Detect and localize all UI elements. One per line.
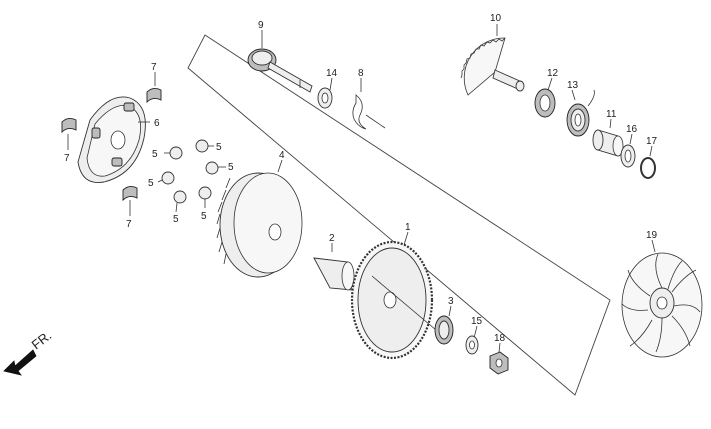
part-7-slider-left [61,117,77,150]
callout-11: 11 [606,109,617,120]
callout-1: 1 [405,222,411,233]
callout-12: 12 [547,68,559,79]
callout-14: 14 [326,68,338,79]
part-6-ramp-plate [77,96,150,184]
part-4-drive-face [216,159,303,278]
callout-7-c: 7 [126,219,132,230]
part-11-collar [592,118,624,157]
part-16-washer [620,133,636,168]
part-3-bearing [434,305,454,345]
callout-16: 16 [626,124,638,135]
callout-5-d: 5 [148,178,154,189]
part-2-bushing [313,243,355,291]
part-7-slider-top [146,72,162,104]
callout-3: 3 [448,296,454,307]
part-14-washer [317,77,333,109]
callout-6: 6 [154,118,160,129]
callout-15: 15 [471,316,483,327]
part-8-clip [352,78,386,130]
callout-5-b: 5 [216,142,222,153]
callout-13: 13 [567,80,579,91]
callout-labels: 1 2 3 4 5 5 5 5 5 5 6 7 7 7 8 9 10 11 12… [64,13,658,344]
callout-5-f: 5 [201,211,207,222]
part-18-nut [489,342,509,375]
part-13-spring [566,89,595,137]
callout-9: 9 [258,20,264,31]
part-12-seal [534,77,556,118]
callout-4: 4 [279,150,285,161]
callout-5-a: 5 [152,149,158,160]
part-5-rollers [157,139,226,213]
front-direction-indicator: FR. [3,328,55,376]
part-15-washer [465,325,479,355]
direction-label: FR. [29,328,55,353]
callout-10: 10 [490,13,502,24]
callout-5-c: 5 [228,162,234,173]
assembly-frame [187,34,611,396]
part-19-cooling-fan [621,239,703,358]
direction-arrow-icon [3,349,37,376]
callout-5-e: 5 [173,214,179,225]
callout-7-b: 7 [64,153,70,164]
callout-19: 19 [646,230,658,241]
part-17-circlip [640,145,656,179]
callout-7-a: 7 [151,62,157,73]
part-9-shaft [247,30,313,93]
callout-17: 17 [646,136,658,147]
part-1-ring-gear [350,231,437,360]
callout-8: 8 [358,68,364,79]
callout-2: 2 [329,233,335,244]
part-7-slider-bottom [122,185,138,216]
part-10-kick-gear [460,24,525,96]
callout-18: 18 [494,333,506,344]
